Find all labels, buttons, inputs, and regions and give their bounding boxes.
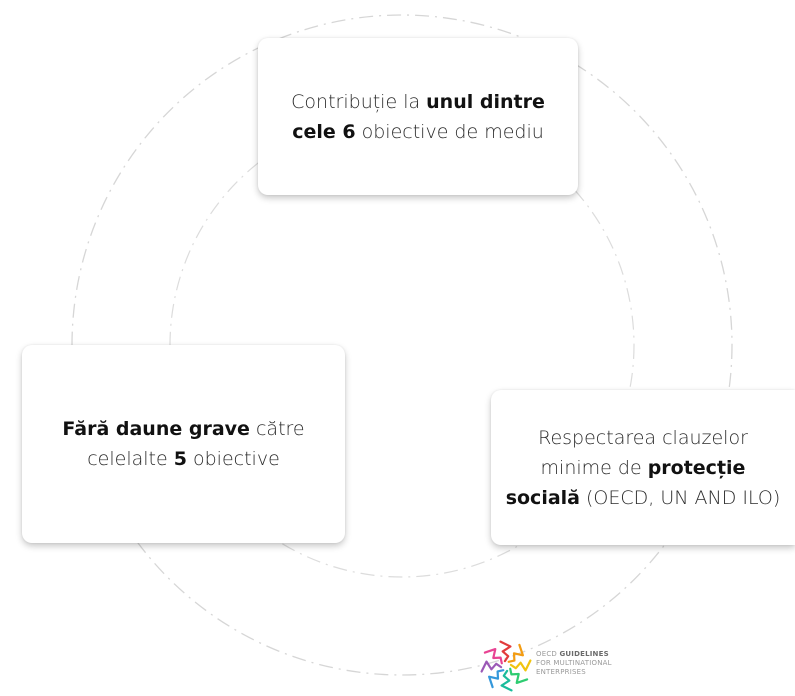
logo-line-2: FOR MULTINATIONAL [536, 659, 612, 667]
card-social-safeguards: Respectarea clauzelor minime de protecți… [491, 390, 795, 545]
card-environmental-objectives: Contribuție la unul dintre cele 6 obiect… [258, 38, 578, 195]
card-do-no-significant-harm: Fără daune grave către celelalte 5 obiec… [22, 345, 345, 543]
logo-line-1: OECD GUIDELINES [536, 650, 609, 658]
oecd-guidelines-logo: OECD GUIDELINES FOR MULTINATIONAL ENTERP… [480, 640, 630, 692]
starburst-ray [509, 667, 529, 685]
card-right-text: Respectarea clauzelor minime de protecți… [505, 426, 781, 509]
starburst-ray [499, 640, 512, 663]
starburst-ray [509, 659, 532, 672]
card-top-text: Contribuție la unul dintre cele 6 obiect… [291, 90, 545, 143]
logo-line-3: ENTERPRISES [536, 668, 586, 676]
starburst-ray [507, 643, 525, 663]
starburst-ray [488, 669, 505, 689]
card-left-text: Fără daune grave către celelalte 5 obiec… [62, 418, 305, 470]
starburst-ray [500, 669, 513, 692]
starburst-ray [480, 660, 503, 673]
oecd-logo-text: OECD GUIDELINES FOR MULTINATIONAL ENTERP… [536, 650, 612, 677]
oecd-starburst-icon [480, 640, 532, 692]
starburst-ray [483, 648, 503, 665]
